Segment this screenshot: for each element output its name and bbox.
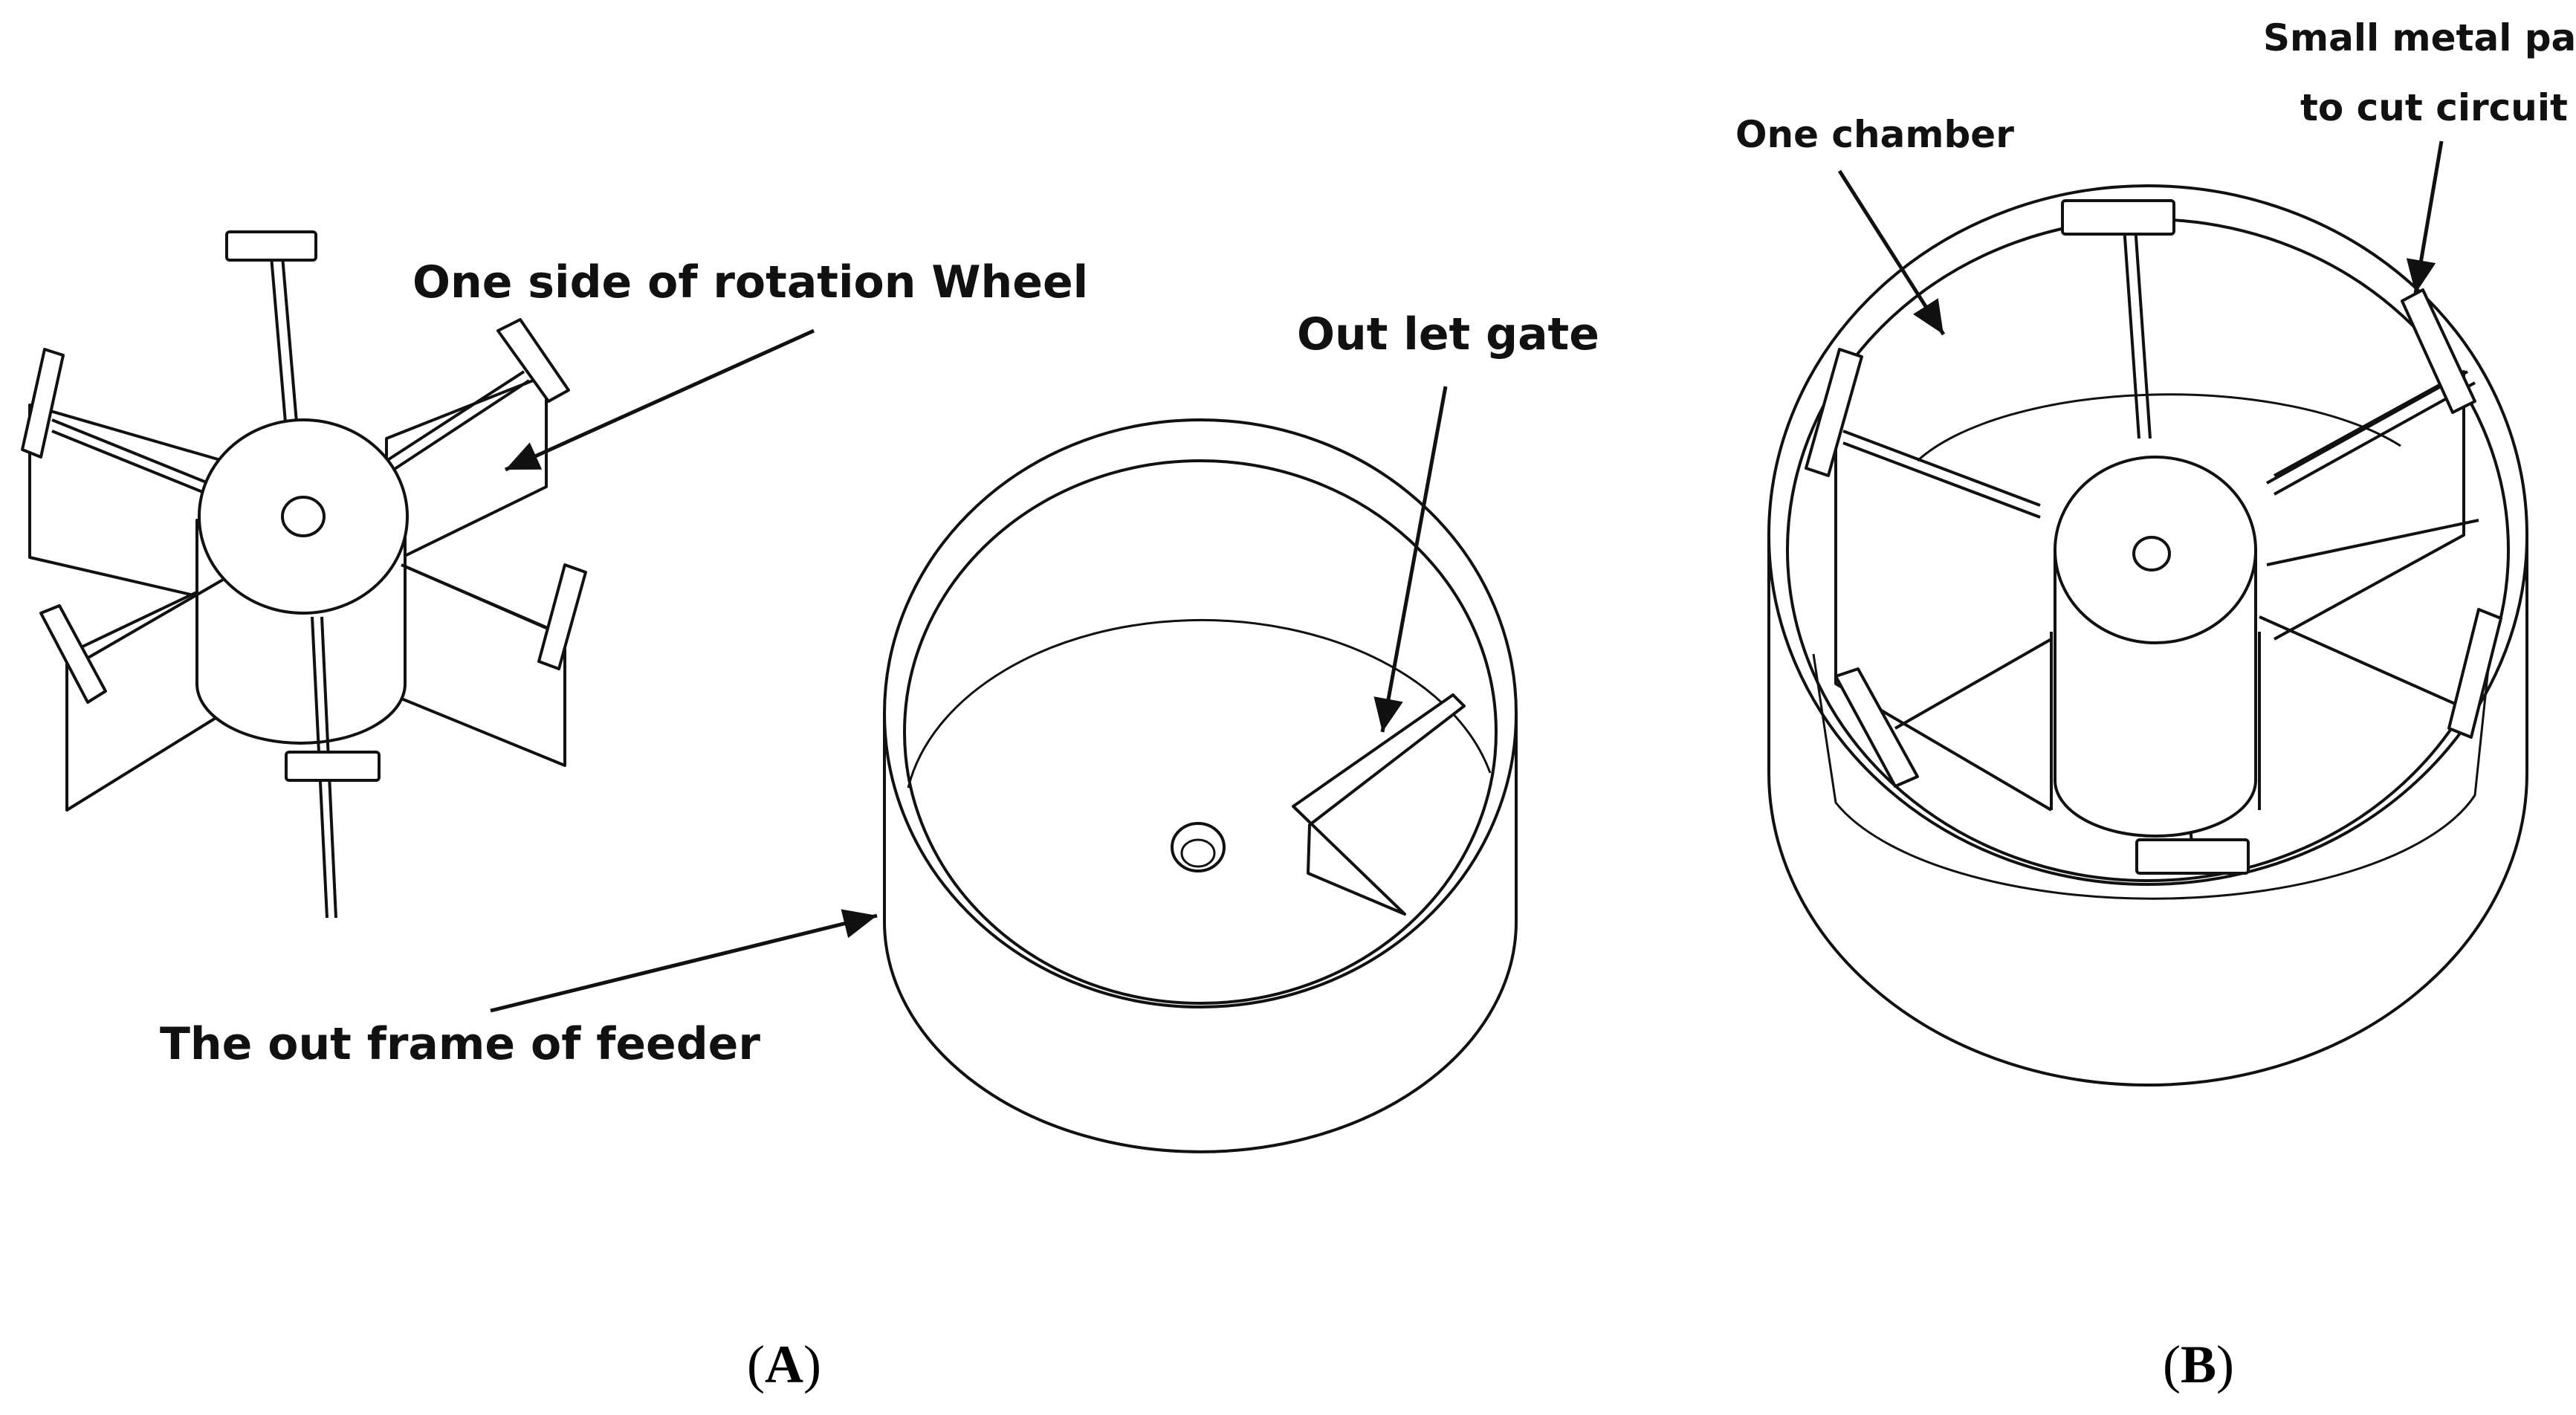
wheel-spoke-lower-right: [401, 563, 547, 629]
assembly-paddle-bottom: [2135, 838, 2250, 875]
assembly-blade-left: [1834, 446, 2053, 812]
assembly-spoke-b: [1842, 441, 2041, 519]
wheel-spoke-right-2: [391, 379, 531, 472]
caption-panel-b: (B): [2163, 1335, 2234, 1394]
feeder-frame-drawing: [883, 418, 1518, 1153]
outlet-gate: [1292, 693, 1466, 916]
wheel-paddle-bottom: [285, 751, 381, 782]
wheel-axle-hole: [281, 496, 326, 537]
wheel-spoke-lower-left: [80, 578, 224, 663]
assembly-floor-bottom: [1812, 653, 2491, 900]
assembly-axle-hole: [2132, 536, 2171, 571]
assembly-spoke-c: [2266, 370, 2468, 485]
label-rotation-wheel: One side of rotation Wheel: [412, 256, 1088, 308]
frame-center-hole-inner: [1180, 838, 1216, 868]
label-outer-frame: The out frame of feeder: [160, 1018, 760, 1070]
label-one-chamber: One chamber: [1735, 113, 2014, 156]
wheel-hub-top: [198, 418, 409, 615]
wheel-spoke-left-2: [51, 430, 209, 496]
assembly-spoke-e: [1894, 638, 2052, 730]
assembly-spoke-g: [2123, 226, 2140, 439]
wheel-paddle-right-top: [496, 318, 570, 403]
assembly-hub-top: [2054, 456, 2257, 644]
arrow-gate: [1373, 386, 1448, 733]
arrow-frame: [490, 909, 878, 1013]
assembly-spoke-a: [1842, 430, 2041, 507]
wheel-blade-right: [385, 374, 548, 566]
assembly-spoke-d: [2274, 381, 2476, 496]
wheel-spoke-left: [51, 418, 209, 485]
frame-center-hole: [1171, 822, 1226, 872]
assembly-spoke-f: [2259, 615, 2461, 708]
assembly-blade-right: [2274, 370, 2465, 641]
arrow-metal-part: [2406, 140, 2444, 294]
assembly-spoke-h: [2134, 226, 2152, 439]
assembly-paddle-left-bottom: [1834, 667, 1919, 788]
assembly-paddle-right-bottom: [2447, 608, 2502, 739]
caption-panel-a-letter: A: [765, 1335, 803, 1394]
wheel-spoke-right: [385, 370, 525, 462]
wheel-paddle-left-bottom: [39, 604, 107, 704]
wheel-paddle-top: [225, 230, 317, 262]
assembly-spoke-j: [2266, 519, 2479, 566]
assembly-paddle-top: [2061, 199, 2175, 236]
label-metal-part-line1: Small metal part: [2263, 16, 2576, 59]
caption-panel-a: (A): [747, 1335, 821, 1394]
wheel-spoke-top-2: [281, 256, 299, 432]
assembly-drawing: [1767, 184, 2528, 1087]
wheel-paddle-right-bottom: [537, 563, 587, 670]
wheel-paddle-left-top: [21, 348, 65, 459]
wheel-spoke-top: [270, 256, 288, 432]
arrow-wheel: [504, 328, 815, 472]
wheel-blade-lower-right: [400, 563, 566, 767]
caption-panel-b-letter: B: [2181, 1335, 2216, 1394]
rotation-wheel-drawing: [21, 230, 587, 919]
frame-floor-line: [907, 618, 1492, 789]
assembly-paddle-left-top: [1805, 348, 1863, 477]
label-metal-part-line2: to cut circuit: [2300, 86, 2568, 129]
label-outlet-gate: Out let gate: [1297, 308, 1599, 360]
arrow-chamber: [1837, 169, 1946, 336]
